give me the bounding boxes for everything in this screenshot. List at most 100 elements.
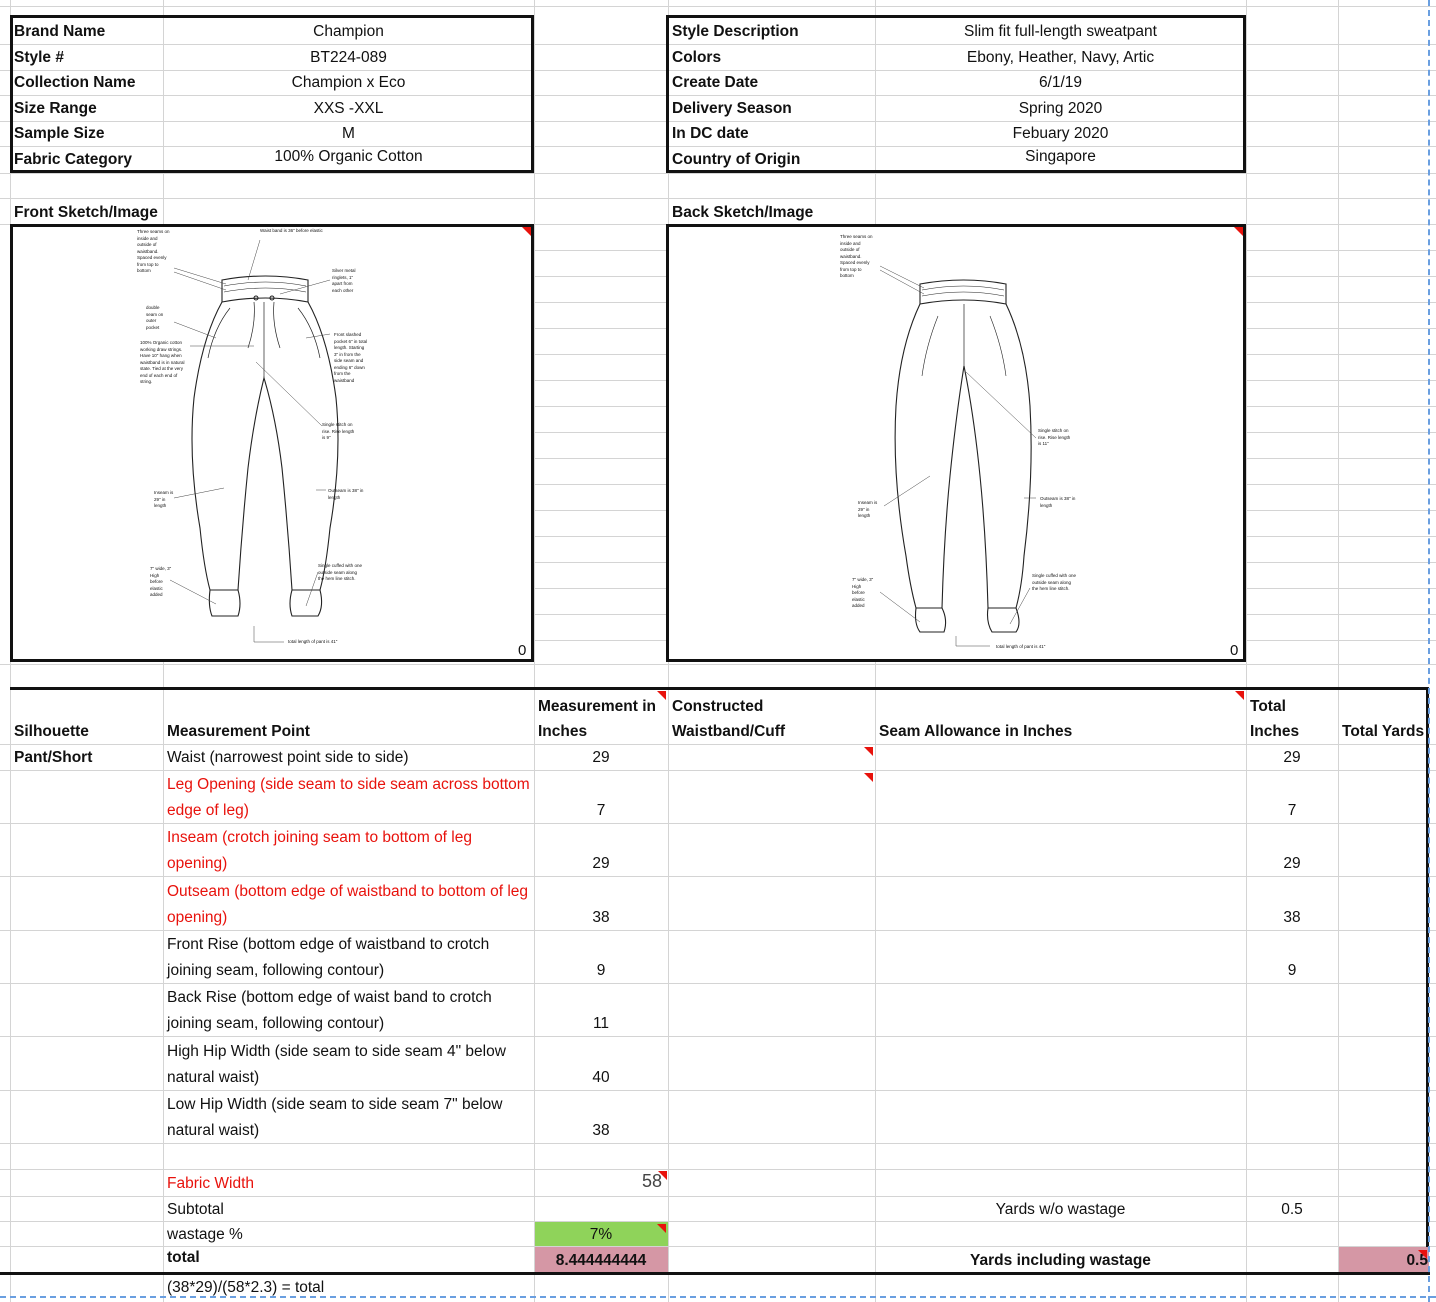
grid-row-line <box>668 146 1246 147</box>
measurement-point-front-rise[interactable]: Front Rise (bottom edge of waistband to … <box>167 936 490 979</box>
grid-row-line <box>0 1169 1436 1170</box>
country-of-origin-value[interactable]: Singapore <box>1025 148 1096 165</box>
grid-col-line <box>1246 0 1247 1302</box>
grid-row-line <box>668 70 1246 71</box>
measurement-point-high-hip[interactable]: High Hip Width (side seam to side seam 4… <box>167 1043 506 1086</box>
comment-marker-icon[interactable] <box>1234 227 1243 236</box>
style-number-label: Style # <box>14 49 64 66</box>
header-total-inches-line2: Inches <box>1250 723 1300 740</box>
grid-row-line <box>1246 484 1436 485</box>
grid-row-line <box>534 250 668 251</box>
measurement-point-outseam[interactable]: Outseam (bottom edge of waistband to bot… <box>167 883 529 926</box>
back-note-outseam: Outseam is 38" in length <box>1040 496 1076 508</box>
brand-name-value[interactable]: Champion <box>313 23 384 40</box>
header-constructed-line2: Waistband/Cuff <box>672 723 786 740</box>
yards-including-wastage-value[interactable]: 0.5 <box>1406 1252 1428 1269</box>
grid-row-line <box>0 1221 1436 1222</box>
header-constructed-line1: Constructed <box>672 698 764 715</box>
grid-row-line <box>1246 250 1436 251</box>
measurement-value-inseam[interactable]: 29 <box>592 855 610 872</box>
total-label: total <box>167 1249 200 1266</box>
fabric-category-label: Fabric Category <box>14 151 133 168</box>
grid-row-line <box>10 121 534 122</box>
collection-name-value[interactable]: Champion x Eco <box>291 74 406 91</box>
total-value[interactable]: 8.444444444 <box>555 1252 647 1269</box>
grid-row-line <box>1246 328 1436 329</box>
grid-row-line <box>1246 458 1436 459</box>
grid-row-line <box>1246 562 1436 563</box>
in-dc-date-value[interactable]: Febuary 2020 <box>1012 125 1109 142</box>
front-note-cuff-size: 7" wide, 3" High before elastic added <box>150 566 172 597</box>
back-note-rise: Single stitch on rise. Rise length is 11… <box>1038 428 1071 446</box>
front-pant-sketch <box>169 239 339 643</box>
comment-marker-icon[interactable] <box>1235 691 1244 700</box>
front-note-waistband: Waist band is 36" before elastic <box>260 228 323 233</box>
front-note-seams: Three seams on inside and outside of wai… <box>137 229 170 273</box>
total-inches-leg-opening[interactable]: 7 <box>1287 802 1297 819</box>
grid-row-line <box>534 484 668 485</box>
total-inches-front-rise[interactable]: 9 <box>1287 962 1297 979</box>
total-inches-outseam[interactable]: 38 <box>1283 909 1301 926</box>
comment-marker-icon[interactable] <box>657 691 666 700</box>
comment-marker-icon[interactable] <box>657 1224 666 1233</box>
colors-value[interactable]: Ebony, Heather, Navy, Artic <box>966 49 1155 66</box>
measurement-point-inseam[interactable]: Inseam (crotch joining seam to bottom of… <box>167 829 472 872</box>
front-note-drawstring: 100% Organic cotton working draw strings… <box>140 340 185 384</box>
comment-marker-icon[interactable] <box>864 747 873 756</box>
total-inches-inseam[interactable]: 29 <box>1283 855 1301 872</box>
grid-row-line <box>534 276 668 277</box>
measurement-point-low-hip[interactable]: Low Hip Width (side seam to side seam 7"… <box>167 1096 503 1139</box>
fabric-category-value[interactable]: 100% Organic Cotton <box>274 148 423 165</box>
comment-marker-icon[interactable] <box>658 1171 667 1180</box>
delivery-season-value[interactable]: Spring 2020 <box>1018 100 1103 117</box>
grid-row-line <box>0 876 1436 877</box>
fabric-width-value[interactable]: 58 <box>641 1171 662 1191</box>
style-description-value[interactable]: Slim fit full-length sweatpant <box>964 23 1157 40</box>
measurement-value-front-rise[interactable]: 9 <box>596 962 606 979</box>
measurement-value-waist[interactable]: 29 <box>592 749 610 766</box>
grid-row-line <box>1246 640 1436 641</box>
grid-row-line <box>534 536 668 537</box>
brand-name-label: Brand Name <box>14 23 106 40</box>
grid-col-line <box>163 15 164 173</box>
grid-row-line <box>0 198 1436 199</box>
measurement-value-back-rise[interactable]: 11 <box>592 1015 610 1032</box>
front-note-rise: Single stitch on rise. Rise length is 9" <box>322 422 355 440</box>
measurement-point-leg-opening[interactable]: Leg Opening (side seam to side seam acro… <box>167 776 530 819</box>
wastage-value[interactable]: 7% <box>589 1226 613 1243</box>
grid-row-line <box>10 146 534 147</box>
front-note-inseam: Inseam is 29" in length <box>154 490 174 508</box>
style-description-label: Style Description <box>672 23 799 40</box>
create-date-value[interactable]: 6/1/19 <box>1038 74 1083 91</box>
sample-size-value[interactable]: M <box>342 125 355 142</box>
create-date-label: Create Date <box>672 74 759 91</box>
comment-marker-icon[interactable] <box>864 773 873 782</box>
measurement-point-back-rise[interactable]: Back Rise (bottom edge of waist band to … <box>167 989 492 1032</box>
grid-row-line <box>0 1196 1436 1197</box>
grid-row-line <box>0 930 1436 931</box>
style-number-value[interactable]: BT224-089 <box>310 49 387 66</box>
measurement-value-low-hip[interactable]: 38 <box>592 1122 610 1139</box>
measurement-value-high-hip[interactable]: 40 <box>592 1069 610 1086</box>
silhouette-value[interactable]: Pant/Short <box>14 749 93 766</box>
grid-col-line <box>534 0 535 1302</box>
comment-marker-icon[interactable] <box>522 227 531 236</box>
grid-row-line <box>668 44 1246 45</box>
grid-row-line <box>0 173 1436 174</box>
formula-note[interactable]: (38*29)/(58*2.3) = total <box>167 1279 325 1296</box>
yards-without-wastage-value[interactable]: 0.5 <box>1281 1201 1303 1218</box>
back-sketch-box[interactable] <box>666 224 1246 662</box>
grid-row-line <box>0 1036 1436 1037</box>
front-sketch-box[interactable] <box>10 224 534 662</box>
measurement-point-waist[interactable]: Waist (narrowest point side to side) <box>167 749 409 766</box>
grid-row-line <box>1246 510 1436 511</box>
back-pant-sketch <box>879 265 1037 647</box>
size-range-value[interactable]: XXS -XXL <box>313 100 384 117</box>
measurement-value-leg-opening[interactable]: 7 <box>596 802 606 819</box>
total-inches-waist[interactable]: 29 <box>1283 749 1301 766</box>
comment-marker-icon[interactable] <box>1418 1250 1427 1259</box>
front-sketch-bg <box>10 224 534 662</box>
measurement-value-outseam[interactable]: 38 <box>592 909 610 926</box>
grid-row-line <box>0 983 1436 984</box>
